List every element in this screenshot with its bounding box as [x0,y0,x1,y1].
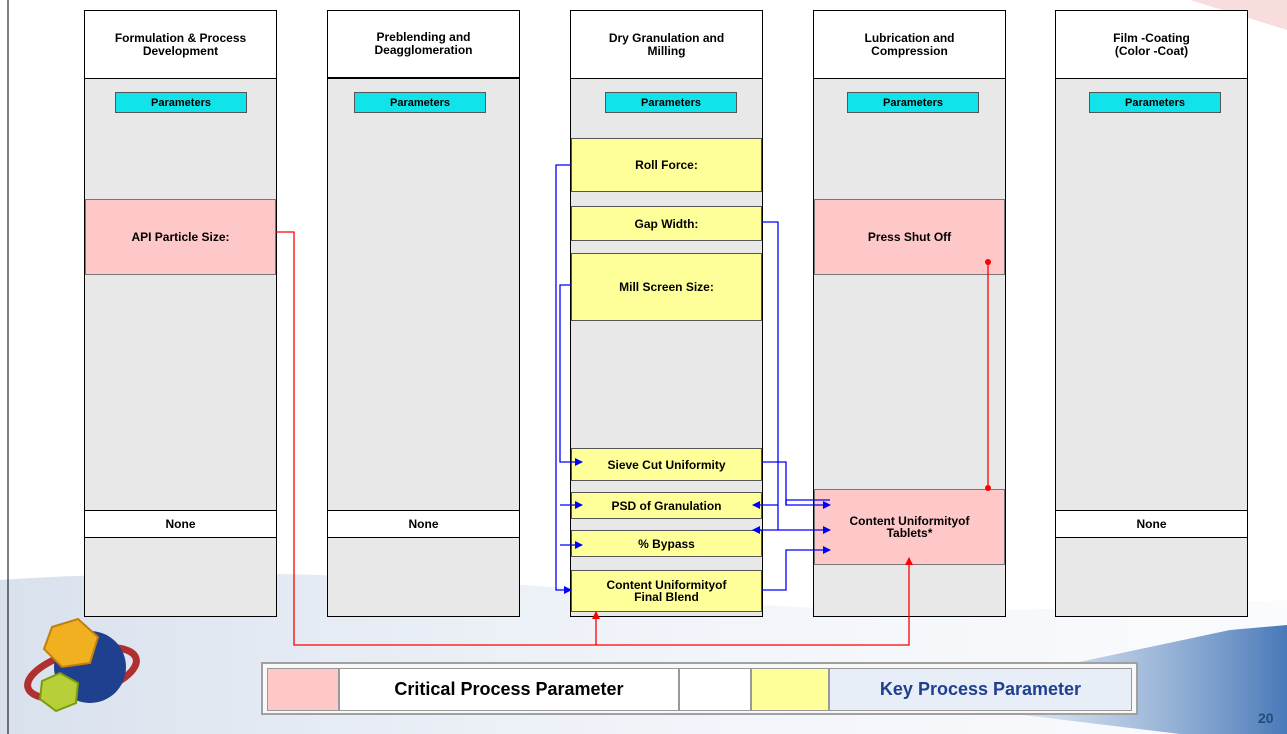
none-label: None [328,510,519,538]
roll-force-box: Roll Force: [571,138,762,192]
column-title: Dry Granulation and Milling [571,11,762,79]
parameters-header: Parameters [1089,92,1221,113]
legend-spacer [679,668,751,711]
legend: Critical Process Parameter Key Process P… [261,662,1138,715]
column-title: Formulation & Process Development [85,11,276,79]
gap-width-box: Gap Width: [571,206,762,241]
legend-key-label: Key Process Parameter [829,668,1132,711]
logo-icon [24,617,140,713]
parameters-header: Parameters [354,92,486,113]
legend-critical-swatch [267,668,339,711]
column-formulation: Formulation & Process Development Parame… [84,10,277,617]
sieve-cut-uniformity-box: Sieve Cut Uniformity [571,448,762,481]
content-uniformity-final-blend-box: Content Uniformityof Final Blend [571,570,762,612]
parameters-header: Parameters [115,92,247,113]
column-film-coating: Film -Coating (Color -Coat) Parameters N… [1055,10,1248,617]
column-title: Film -Coating (Color -Coat) [1056,11,1247,79]
mill-screen-size-box: Mill Screen Size: [571,253,762,321]
psd-of-granulation-box: PSD of Granulation [571,492,762,519]
legend-key-swatch [751,668,829,711]
legend-critical-label: Critical Process Parameter [339,668,679,711]
page-number: 20 [1258,710,1274,726]
percent-bypass-box: % Bypass [571,530,762,557]
content-uniformity-tablets-box: Content Uniformityof Tablets* [814,489,1005,565]
none-label: None [1056,510,1247,538]
parameters-header: Parameters [847,92,979,113]
api-particle-size-box: API Particle Size: [85,199,276,275]
column-title: Lubrication and Compression [814,11,1005,79]
parameters-header: Parameters [605,92,737,113]
column-preblending: Preblending and Deagglomeration Paramete… [327,10,520,617]
none-label: None [85,510,276,538]
press-shut-off-box: Press Shut Off [814,199,1005,275]
column-title: Preblending and Deagglomeration [328,11,519,79]
